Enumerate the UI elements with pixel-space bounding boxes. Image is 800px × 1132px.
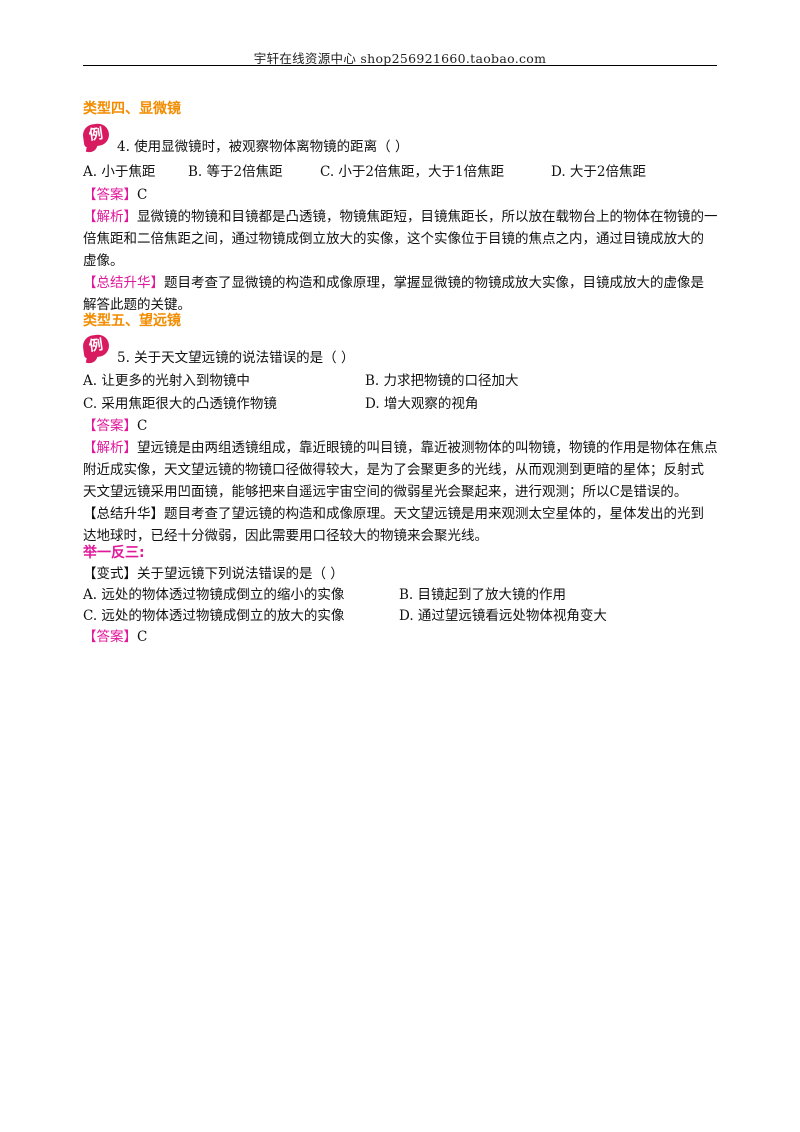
- option-b: B. 目镜起到了放大镜的作用: [399, 587, 567, 603]
- section-title-telescope: 类型五、望远镜: [83, 313, 181, 329]
- analysis-tag: 【解析】: [83, 209, 137, 225]
- variant-question: 【变式】关于望远镜下列说法错误的是（ ）: [83, 564, 344, 584]
- summary-text: 题目考查了显微镜的构造和成像原理，掌握显微镜的物镜成放大实像，目镜成放大的虚像是: [164, 275, 704, 291]
- example-badge-icon: 例: [81, 122, 111, 148]
- summary-line-2: 解答此题的关键。: [83, 297, 191, 313]
- variant-question-text: 关于望远镜下列说法错误的是（ ）: [137, 566, 344, 582]
- option-b: B. 等于2倍焦距: [188, 164, 283, 180]
- question-4: 4. 使用显微镜时，被观察物体离物镜的距离（ ）: [117, 139, 409, 155]
- question-5: 5. 关于天文望远镜的说法错误的是（ ）: [117, 350, 355, 366]
- summary-text: 题目考查了望远镜的构造和成像原理。天文望远镜是用来观测太空星体的，星体发出的光到: [164, 506, 704, 522]
- page-header: 宇轩在线资源中心 shop256921660.taobao.com: [253, 51, 547, 66]
- answer-line: 【答案】C: [83, 416, 147, 436]
- example-badge-icon: 例: [81, 333, 111, 359]
- answer-line: 【答案】C: [83, 627, 147, 647]
- analysis-line-3: 天文望远镜采用凹面镜，能够把来自遥远宇宙空间的微弱星光会聚起来，进行观测；所以C…: [83, 484, 688, 500]
- option-a: A. 远处的物体透过物镜成倒立的缩小的实像: [83, 587, 345, 603]
- option-d: D. 增大观察的视角: [365, 396, 479, 412]
- answer-value: C: [137, 418, 148, 434]
- summary-line-2: 达地球时，已经十分微弱，因此需要用口径较大的物镜来会聚光线。: [83, 528, 488, 544]
- answer-tag: 【答案】: [83, 418, 137, 434]
- analysis-text: 望远镜是由两组透镜组成，靠近眼镜的叫目镜，靠近被测物体的叫物镜，物镜的作用是物体…: [137, 440, 718, 456]
- analysis-text: 显微镜的物镜和目镜都是凸透镜，物镜焦距短，目镜焦距长，所以放在载物台上的物体在物…: [137, 209, 718, 225]
- variant-title: 举一反三:: [83, 545, 145, 561]
- answer-value: C: [137, 629, 148, 645]
- summary-line-1: 【总结升华】题目考查了显微镜的构造和成像原理，掌握显微镜的物镜成放大实像，目镜成…: [83, 273, 704, 293]
- answer-tag: 【答案】: [83, 187, 137, 203]
- option-c: C. 采用焦距很大的凸透镜作物镜: [83, 396, 277, 412]
- option-d: D. 通过望远镜看远处物体视角变大: [399, 608, 607, 624]
- answer-tag: 【答案】: [83, 629, 137, 645]
- section-title-microscope: 类型四、显微镜: [83, 101, 181, 117]
- option-a: A. 让更多的光射入到物镜中: [83, 373, 250, 389]
- variant-tag: 【变式】: [83, 566, 137, 582]
- option-c: C. 远处的物体透过物镜成倒立的放大的实像: [83, 608, 345, 624]
- header-rule: [83, 65, 717, 66]
- option-d: D. 大于2倍焦距: [551, 164, 647, 180]
- answer-value: C: [137, 187, 148, 203]
- option-b: B. 力求把物镜的口径加大: [365, 373, 519, 389]
- analysis-line-2: 倍焦距和二倍焦距之间，通过物镜成倒立放大的实像，这个实像位于目镜的焦点之内，通过…: [83, 231, 704, 247]
- answer-line: 【答案】C: [83, 185, 147, 205]
- analysis-line-3: 虚像。: [83, 253, 124, 269]
- analysis-line-1: 【解析】显微镜的物镜和目镜都是凸透镜，物镜焦距短，目镜焦距长，所以放在载物台上的…: [83, 207, 718, 227]
- analysis-line-1: 【解析】望远镜是由两组透镜组成，靠近眼镜的叫目镜，靠近被测物体的叫物镜，物镜的作…: [83, 438, 718, 458]
- summary-line-1: 【总结升华】题目考查了望远镜的构造和成像原理。天文望远镜是用来观测太空星体的，星…: [83, 504, 704, 524]
- summary-tag: 【总结升华】: [83, 275, 164, 291]
- analysis-line-2: 附近成实像，天文望远镜的物镜口径做得较大，是为了会聚更多的光线，从而观测到更暗的…: [83, 462, 704, 478]
- summary-tag: 【总结升华】: [83, 506, 164, 522]
- analysis-tag: 【解析】: [83, 440, 137, 456]
- option-a: A. 小于焦距: [83, 164, 156, 180]
- option-c: C. 小于2倍焦距，大于1倍焦距: [320, 164, 505, 180]
